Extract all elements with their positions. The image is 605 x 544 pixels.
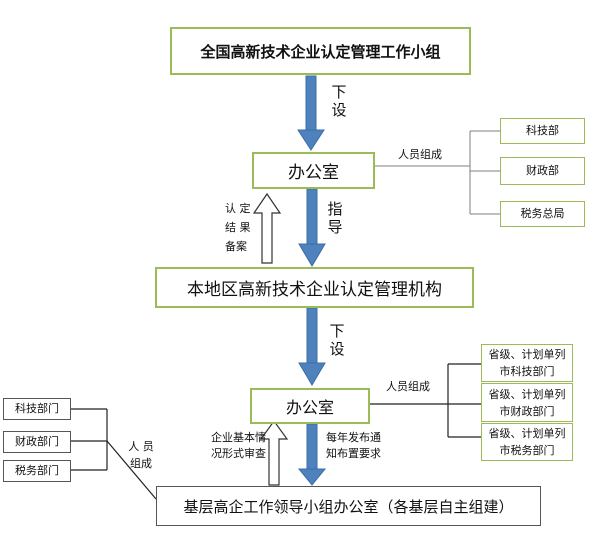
label-set-up-1: 下设 (331, 83, 347, 119)
arrow-up-hollow-2 (259, 419, 289, 486)
result-label-3: 备案 (225, 240, 247, 253)
local-member-box-1: 省级、计划单列市科技部门 (481, 344, 573, 382)
left-member-box-1: 科技部门 (3, 398, 71, 420)
national-group-label: 全国高新技术企业认定管理工作小组 (200, 42, 441, 61)
label-guide: 指导 (327, 200, 343, 236)
local-member-label-1: 省级、计划单列市科技部门 (488, 348, 566, 378)
member-label-3: 税务总局 (520, 207, 565, 220)
local-agency-label: 本地区高新技术企业认定管理机构 (187, 280, 442, 300)
left-member-label-3: 税务部门 (15, 464, 59, 477)
label-set-up-2: 下设 (329, 322, 345, 358)
result-label-1: 认 定 (225, 202, 251, 215)
local-member-box-3: 省级、计划单列市税务部门 (481, 423, 573, 461)
local-member-box-2: 省级、计划单列市财政部门 (481, 383, 573, 422)
arrow-down-2 (298, 188, 326, 267)
arrow-down-3 (298, 307, 326, 386)
local-member-label-3: 省级、计划单列市税务部门 (488, 427, 566, 457)
left-member-box-2: 财政部门 (3, 431, 71, 453)
arrow-up-hollow-1 (252, 192, 282, 264)
local-member-label-2: 省级、计划单列市财政部门 (488, 387, 566, 418)
member-label-national: 人员组成 (398, 148, 442, 161)
base-office-box: 基层高企工作领导小组办公室（各基层自主组建） (156, 486, 541, 526)
review-label: 企业基本情况形式审查 (211, 431, 266, 460)
left-member-box-3: 税务部门 (3, 460, 71, 482)
member-box-2: 财政部 (500, 157, 585, 185)
left-member-label-2: 财政部门 (15, 435, 59, 448)
arrow-down-4 (297, 423, 327, 486)
member-label-2: 财政部 (526, 164, 559, 177)
base-office-label: 基层高企工作领导小组办公室（各基层自主组建） (183, 497, 514, 516)
bracket-left (71, 408, 157, 500)
annual-label: 每年发布通知布置要求 (326, 431, 381, 460)
left-member-label-1: 科技部门 (15, 402, 59, 415)
member-box-1: 科技部 (500, 118, 585, 144)
member-label-1: 科技部 (526, 124, 559, 137)
result-label-2: 结 果 (225, 221, 251, 234)
national-office-box: 办公室 (252, 152, 375, 189)
local-office-box: 办公室 (250, 388, 370, 424)
left-member-label: 人 员组成 (128, 440, 154, 470)
local-agency-box: 本地区高新技术企业认定管理机构 (155, 267, 474, 308)
arrow-down-1 (297, 75, 325, 151)
national-group-box: 全国高新技术企业认定管理工作小组 (170, 27, 471, 75)
local-office-label: 办公室 (285, 398, 334, 417)
national-office-label: 办公室 (288, 163, 339, 183)
member-box-3: 税务总局 (500, 201, 585, 227)
member-label-local: 人员组成 (386, 380, 430, 393)
